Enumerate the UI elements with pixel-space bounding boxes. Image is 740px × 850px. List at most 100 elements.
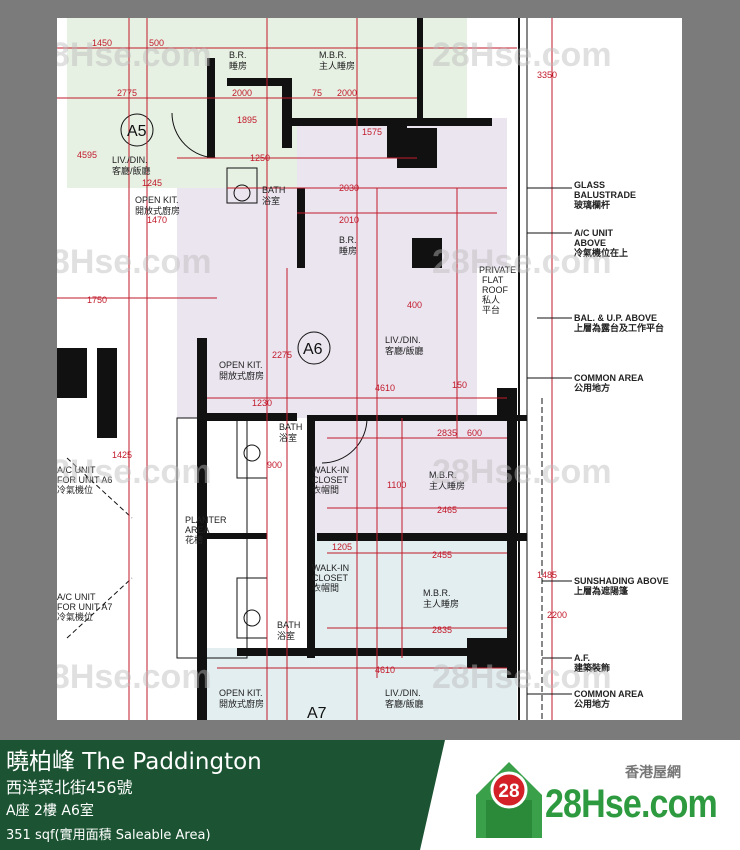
dim-text: 1100 — [387, 480, 406, 490]
logo-wordmark: 28Hse.com — [545, 782, 718, 826]
dim-text: 2275 — [272, 350, 292, 360]
dim-text: 2000 — [232, 88, 252, 98]
dim-text: 2455 — [432, 550, 452, 560]
svg-text:LIV./DIN.客廳/飯廳: LIV./DIN.客廳/飯廳 — [385, 688, 424, 709]
dim-text: 3350 — [537, 70, 557, 80]
room-label: M.B.R. — [429, 470, 457, 480]
property-address: 西洋菜北街456號 — [6, 778, 133, 797]
dim-text: 500 — [149, 38, 164, 48]
room-label: PLANTER — [185, 515, 227, 525]
unit-label-a7: A7 — [307, 705, 327, 720]
dim-text: 2000 — [337, 88, 357, 98]
dim-text: 1425 — [112, 450, 132, 460]
room-label: A/C UNIT — [57, 592, 96, 602]
room-label: M.B.R. — [423, 588, 451, 598]
svg-text:A.F.建築裝飾: A.F.建築裝飾 — [574, 653, 610, 673]
room-label: A/C UNIT — [57, 465, 96, 475]
dim-text: 1245 — [142, 178, 162, 188]
dim-text: 2030 — [339, 183, 359, 193]
callout-label: SUNSHADING ABOVE — [574, 576, 669, 586]
svg-text:28Hse.com: 28Hse.com — [432, 658, 612, 696]
dim-text: 1485 — [537, 570, 557, 580]
room-label: OPEN KIT. — [219, 688, 263, 698]
svg-text:28Hse.com: 28Hse.com — [57, 658, 212, 696]
svg-text:OPEN KIT.開放式廚房: OPEN KIT.開放式廚房 — [219, 688, 264, 709]
dim-text: 4610 — [375, 665, 395, 675]
dim-text: 2010 — [339, 215, 359, 225]
room-label: OPEN KIT. — [219, 360, 263, 370]
svg-text:28Hse.com: 28Hse.com — [432, 36, 612, 74]
dim-text: 2200 — [547, 610, 567, 620]
callout-label: A/C UNIT — [574, 228, 613, 238]
watermark: 28Hse.com 28Hse.com 28Hse.com 28Hse.com … — [57, 36, 612, 696]
callout-label: COMMON AREA — [574, 373, 644, 383]
svg-text:M.B.R.主人睡房: M.B.R.主人睡房 — [319, 50, 355, 71]
dim-text: 2775 — [117, 88, 137, 98]
listing-info-panel: 曉柏峰 The Paddington 西洋菜北街456號 A座 2樓 A6室 3… — [0, 740, 445, 850]
room-label: LIV./DIN. — [385, 688, 421, 698]
callout-label: A.F. — [574, 653, 590, 663]
room-label: OPEN KIT. — [135, 195, 179, 205]
logo-badge-text: 28 — [498, 781, 519, 802]
28hse-logo: 28 — [476, 762, 542, 838]
svg-text:28Hse.com: 28Hse.com — [57, 243, 212, 281]
room-label: B.R. — [229, 50, 247, 60]
svg-text:LIV./DIN.客廳/飯廳: LIV./DIN.客廳/飯廳 — [385, 335, 424, 356]
room-label: WALK-IN — [312, 465, 349, 475]
property-area: 351 sqf(實用面積 Saleable Area) — [6, 828, 211, 843]
room-label: LIV./DIN. — [112, 155, 148, 165]
dim-text: 1470 — [147, 215, 167, 225]
dim-text: 400 — [407, 300, 422, 310]
dim-text: 1205 — [332, 542, 352, 552]
svg-text:28Hse.com: 28Hse.com — [57, 453, 212, 491]
property-unit: A座 2樓 A6室 — [6, 803, 94, 819]
dim-text: 2835 — [437, 428, 457, 438]
callout-label: BAL. & U.P. ABOVE — [574, 313, 657, 323]
svg-text:M.B.R.主人睡房: M.B.R.主人睡房 — [429, 470, 465, 491]
dim-text: 2835 — [432, 625, 452, 635]
svg-text:M.B.R.主人睡房: M.B.R.主人睡房 — [423, 588, 459, 609]
dim-text: 4610 — [375, 383, 395, 393]
room-label: BATH — [262, 185, 285, 195]
dim-text: 1575 — [362, 127, 382, 137]
dim-text: 900 — [267, 460, 282, 470]
unit-label-a6: A6 — [303, 341, 323, 358]
callout-label: COMMON AREA — [574, 689, 644, 699]
floor-plan-drawing: 1450 500 2775 2000 75 2000 1575 1250 124… — [57, 18, 669, 720]
callout-label: GLASS — [574, 180, 605, 190]
dim-text: 1250 — [250, 153, 270, 163]
logo-chinese-name: 香港屋網 — [625, 765, 681, 781]
svg-text:LIV./DIN.客廳/飯廳: LIV./DIN.客廳/飯廳 — [112, 155, 151, 176]
svg-text:OPEN KIT.開放式廚房: OPEN KIT.開放式廚房 — [219, 360, 264, 381]
property-title: 曉柏峰 The Paddington — [6, 749, 262, 775]
dim-text: 1450 — [92, 38, 112, 48]
dim-text: 75 — [312, 88, 322, 98]
dim-text: 1895 — [237, 115, 257, 125]
svg-text:OPEN KIT.開放式廚房: OPEN KIT.開放式廚房 — [135, 195, 180, 216]
room-label: B.R. — [339, 235, 357, 245]
room-label: WALK-IN — [312, 563, 349, 573]
dim-text: 1750 — [87, 295, 107, 305]
dim-text: 4595 — [77, 150, 97, 160]
room-label: LIV./DIN. — [385, 335, 421, 345]
dim-text: 2465 — [437, 505, 457, 515]
listing-footer: 曉柏峰 The Paddington 西洋菜北街456號 A座 2樓 A6室 3… — [0, 740, 740, 850]
svg-text:28Hse.com: 28Hse.com — [432, 243, 612, 281]
room-label: PRIVATE — [479, 265, 516, 275]
room-label: BATH — [279, 422, 302, 432]
